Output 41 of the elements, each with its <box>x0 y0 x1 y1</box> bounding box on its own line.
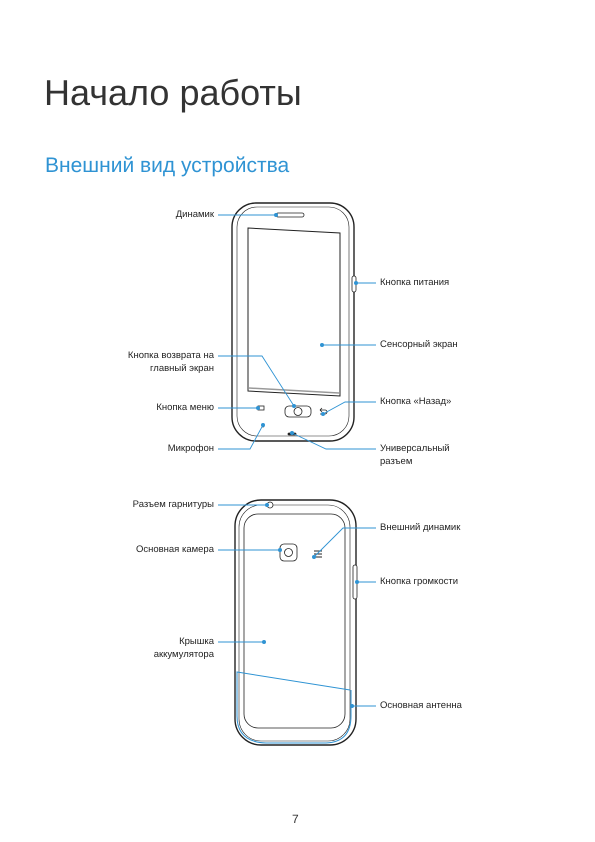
leader-line <box>321 402 376 416</box>
part-label: Сенсорный экран <box>380 338 480 351</box>
external-speaker-icon <box>314 550 322 558</box>
page-number: 7 <box>292 812 299 826</box>
leader-line <box>320 343 376 347</box>
part-label: Динамик <box>124 208 214 221</box>
leader-line <box>218 548 282 552</box>
leader-line <box>354 281 376 285</box>
part-label: Кнопка возврата на главный экран <box>114 349 214 375</box>
home-button <box>284 406 312 418</box>
leader-line <box>218 640 266 644</box>
volume-button <box>352 564 358 600</box>
leader-line <box>218 406 260 410</box>
leader-line <box>312 528 376 559</box>
speaker-grille <box>276 212 304 218</box>
part-label: Основная антенна <box>380 699 480 712</box>
back-key-icon <box>320 408 328 414</box>
part-label: Кнопка питания <box>380 276 480 289</box>
camera-icon <box>280 544 298 562</box>
part-label: Разъем гарнитуры <box>104 498 214 511</box>
part-label: Крышка аккумулятора <box>139 635 214 661</box>
part-label: Внешний динамик <box>380 521 480 534</box>
part-label: Микрофон <box>124 442 214 455</box>
part-label: Кнопка «Назад» <box>380 395 480 408</box>
menu-key-icon <box>258 406 264 410</box>
power-button <box>352 276 356 292</box>
part-label: Кнопка меню <box>124 401 214 414</box>
page-title: Начало работы <box>44 72 302 114</box>
part-label: Основная камера <box>114 543 214 556</box>
leader-line <box>218 213 278 217</box>
leader-line <box>218 356 296 408</box>
usb-port <box>288 432 296 436</box>
leader-line <box>218 503 269 507</box>
leader-line <box>350 704 376 708</box>
part-label: Универсальный разъем <box>380 442 460 468</box>
leader-line <box>290 431 376 450</box>
leader-line <box>218 423 265 450</box>
microphone-hole <box>262 424 264 428</box>
section-heading: Внешний вид устройства <box>45 154 290 178</box>
leader-line <box>355 580 376 584</box>
part-label: Кнопка громкости <box>380 575 480 588</box>
